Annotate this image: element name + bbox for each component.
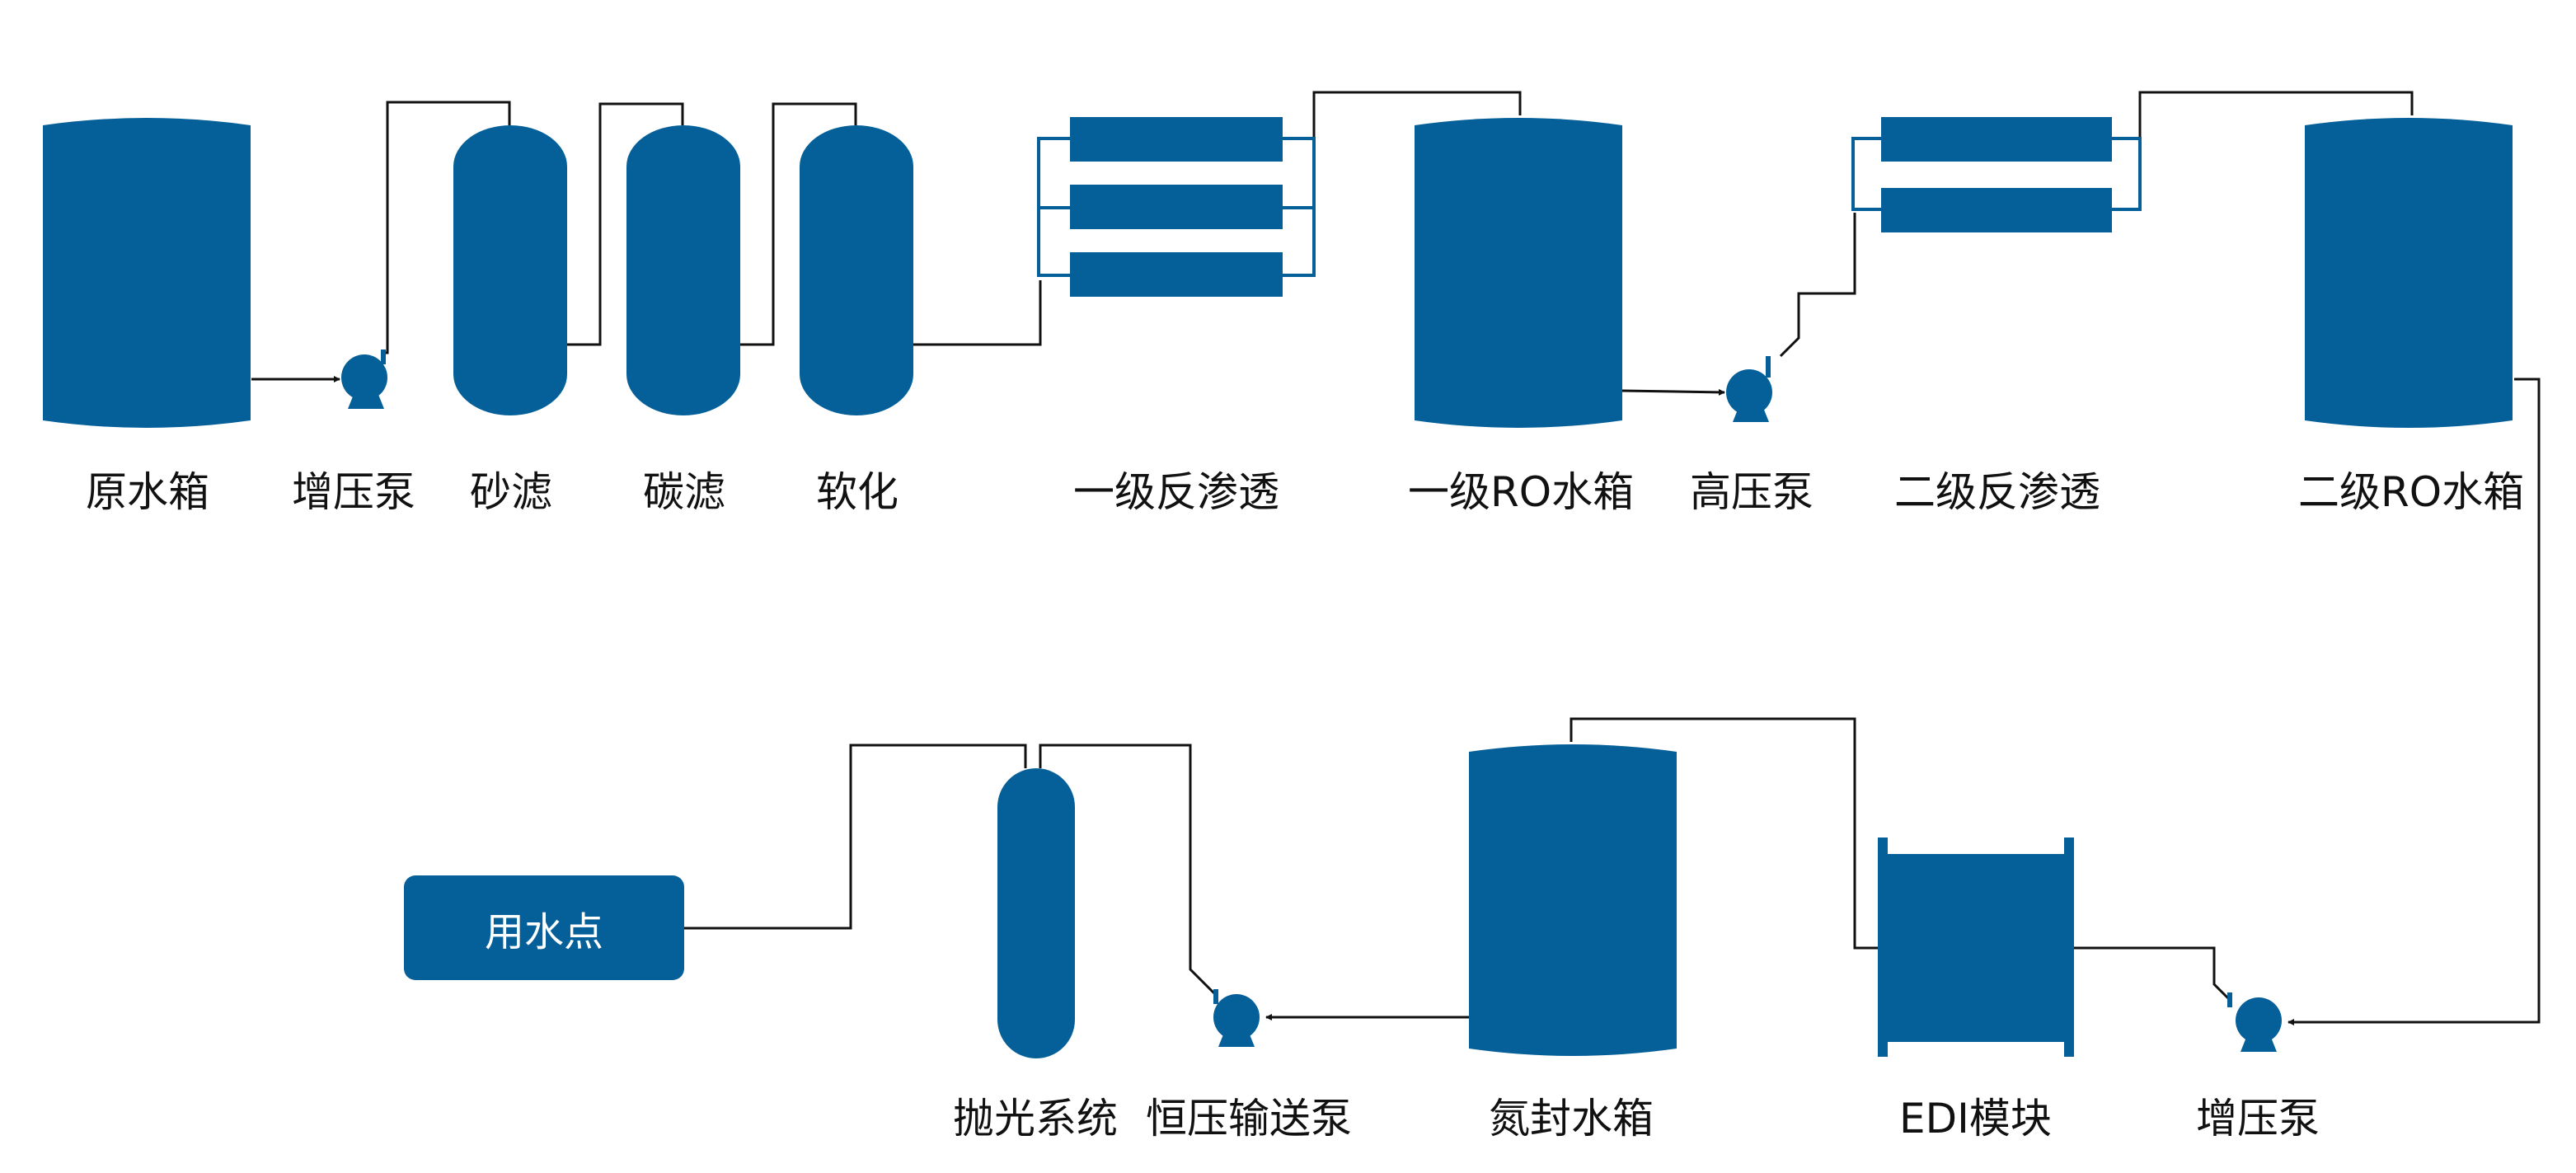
ro2-membrane-1 — [1881, 117, 2112, 162]
pipe-tank1-to-hp-pump — [1621, 388, 1725, 396]
label-ro-stage1: 一级反渗透 — [1073, 468, 1279, 516]
label-softener: 软化 — [816, 468, 899, 516]
label-booster-pump-2: 增压泵 — [2196, 1095, 2320, 1143]
pipe-tank2-to-booster2 — [2287, 378, 2541, 1025]
pipe-booster2-to-edi — [2069, 946, 2232, 1002]
booster-pump-1-icon — [341, 350, 387, 409]
label-carbon-filter: 碳滤 — [643, 468, 725, 516]
ro-tank-1 — [1415, 118, 1622, 428]
ro1-membrane-3 — [1070, 252, 1283, 297]
pipe-pump-to-polisher — [1039, 744, 1218, 997]
label-ro-tank-2: 二级RO水箱 — [2298, 468, 2525, 516]
raw-water-tank — [43, 118, 251, 428]
ro1-membrane-1 — [1070, 117, 1283, 162]
constant-pressure-pump-icon — [1213, 989, 1260, 1047]
pipe-softener-to-ro1 — [913, 280, 1042, 346]
pipe-carbon-to-softener — [740, 102, 857, 346]
pipe-polisher-to-use-point — [684, 744, 1027, 930]
polishing-vessel — [997, 768, 1075, 1058]
ro-stage1-assembly — [1037, 117, 1316, 297]
nitrogen-sealed-tank — [1469, 744, 1677, 1056]
label-ro-tank-1: 一级RO水箱 — [1408, 468, 1635, 516]
softener-vessel — [800, 125, 913, 415]
pipe-sand-to-carbon — [567, 102, 684, 346]
ro-tank-2 — [2305, 118, 2513, 428]
edi-flange-right — [2064, 838, 2074, 1057]
pipe-booster-to-sand-filter — [384, 101, 511, 354]
pipe-hp-pump-to-ro2 — [1779, 213, 1856, 358]
label-polishing-system: 抛光系统 — [953, 1095, 1118, 1143]
use-point-label: 用水点 — [484, 908, 603, 955]
label-edi-module: EDI模块 — [1899, 1095, 2052, 1143]
carbon-filter-vessel — [626, 125, 740, 415]
edi-flange-left — [1878, 838, 1888, 1057]
use-point-box: 用水点 — [404, 875, 684, 980]
edi-module — [1878, 838, 2074, 1057]
ro2-membrane-2 — [1881, 188, 2112, 232]
label-raw-water-tank: 原水箱 — [86, 468, 209, 516]
ro1-inlet-header — [1037, 137, 1070, 277]
ro1-membrane-2 — [1070, 185, 1283, 229]
label-constant-pressure-pump: 恒压输送泵 — [1146, 1095, 1352, 1143]
ro1-outlet-header — [1283, 137, 1316, 277]
ro2-outlet-header — [2112, 137, 2142, 211]
edi-body — [1883, 854, 2069, 1042]
pipe-ro1-to-tank — [1312, 91, 1522, 138]
label-high-pressure-pump: 高压泵 — [1690, 468, 1814, 516]
label-sand-filter: 砂滤 — [470, 468, 552, 516]
pipe-ro2-to-tank2 — [2138, 91, 2414, 138]
pipe-edi-to-nitrogen-tank — [1570, 717, 1883, 950]
label-nitrogen-tank: 氮封水箱 — [1489, 1095, 1654, 1143]
label-ro-stage2: 二级反渗透 — [1894, 468, 2100, 516]
ro2-inlet-header — [1851, 137, 1881, 211]
sand-filter-vessel — [453, 125, 567, 415]
label-booster-pump-1: 增压泵 — [292, 468, 415, 516]
booster-pump-2-icon — [2227, 992, 2282, 1052]
ro-stage2-assembly — [1851, 117, 2142, 232]
high-pressure-pump-icon — [1726, 356, 1772, 422]
